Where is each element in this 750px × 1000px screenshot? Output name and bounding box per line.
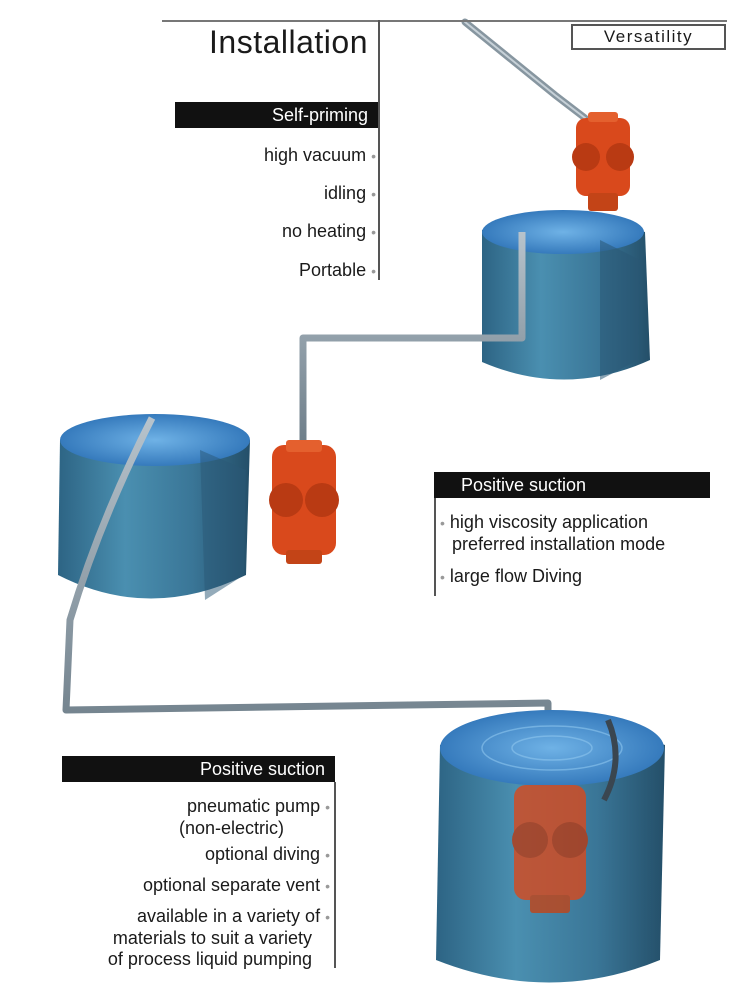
positive-suction-header-left: Positive suction (62, 756, 335, 782)
page-title: Installation (209, 24, 368, 60)
positive-suction-divider-left (334, 782, 336, 968)
pipe-middle-link (299, 232, 526, 440)
top-rule (162, 20, 727, 22)
self-priming-item: idling • (324, 183, 376, 203)
positive-suction-item: available in a variety of • materials to… (107, 906, 330, 969)
tank-middle (58, 414, 250, 600)
positive-suction-item: pneumatic pump • (non-electric) (178, 796, 330, 838)
bullet-dot-icon: • (440, 515, 445, 531)
self-priming-item: high vacuum • (264, 145, 376, 165)
bullet-dot-icon: • (371, 224, 376, 240)
bullet-dot-icon: • (371, 148, 376, 164)
positive-suction-divider-right (434, 498, 436, 596)
self-priming-item: no heating • (282, 221, 376, 241)
self-priming-item: Portable • (299, 260, 376, 280)
bullet-dot-icon: • (371, 263, 376, 279)
bullet-dot-icon: • (325, 799, 330, 815)
bullet-dot-icon: • (325, 909, 330, 925)
self-priming-divider (378, 20, 380, 280)
positive-suction-item: • large flow Diving (440, 566, 582, 586)
bullet-dot-icon: • (325, 847, 330, 863)
positive-suction-item: • high viscosity application preferred i… (440, 512, 666, 554)
bullet-dot-icon: • (325, 878, 330, 894)
positive-suction-header-right: Positive suction (434, 472, 710, 498)
positive-suction-item: optional separate vent • (142, 875, 330, 895)
pump-middle (269, 440, 339, 564)
bullet-dot-icon: • (440, 569, 445, 585)
bullet-dot-icon: • (371, 186, 376, 202)
pump-submerged (512, 785, 588, 913)
pipe-long-link (62, 416, 552, 740)
self-priming-header: Self-priming (175, 102, 378, 128)
pump-top (572, 112, 634, 211)
tank-top (482, 210, 650, 380)
positive-suction-item: optional diving • (204, 844, 330, 864)
versatility-label: Versatility (571, 24, 726, 50)
